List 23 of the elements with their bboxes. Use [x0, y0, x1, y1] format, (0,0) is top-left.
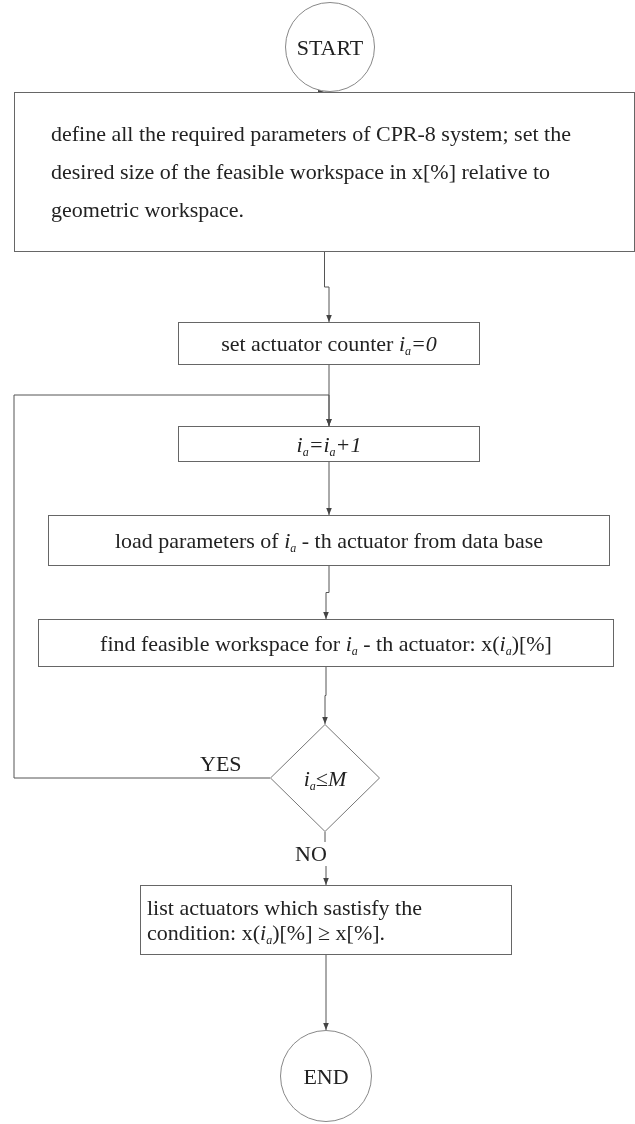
- step-text: define all the required parameters of CPR-8 system; set the desired size of the feasible workspace in x[%] relative to geometric workspace.: [51, 120, 572, 224]
- step-text: i$_{a}$=i$_{a}$+1: [296, 431, 362, 457]
- arrow: [324, 251, 332, 323]
- process-box: [178, 322, 480, 365]
- decision-diamond: [270, 724, 380, 832]
- arrow: [326, 461, 332, 516]
- edge-label: NO: [293, 842, 329, 866]
- arrow: [13, 394, 332, 779]
- step-text: find feasible workspace for i$_{a}$ - th actuator: x(i$_{a}$)[%]: [100, 630, 552, 656]
- process-box: [178, 426, 480, 462]
- condition-text: i$_{a}$≤M: [303, 765, 347, 791]
- terminal-label: START: [296, 34, 364, 60]
- arrow: [322, 666, 328, 725]
- step-text: list actuators which sastisfy the condition: x(i$_{a}$)[%] ≥ x[%].: [147, 895, 423, 945]
- process-box: [38, 619, 614, 667]
- terminal-label: END: [303, 1063, 349, 1089]
- step-text: set actuator counter i$_{a}$=0: [221, 331, 437, 356]
- arrow: [323, 954, 329, 1031]
- process-box: [14, 92, 635, 252]
- step-text: load parameters of i$_{a}$ - th actuator from data base: [114, 528, 544, 553]
- process-box: [140, 885, 512, 955]
- process-box: [48, 515, 610, 566]
- arrow: [323, 565, 330, 620]
